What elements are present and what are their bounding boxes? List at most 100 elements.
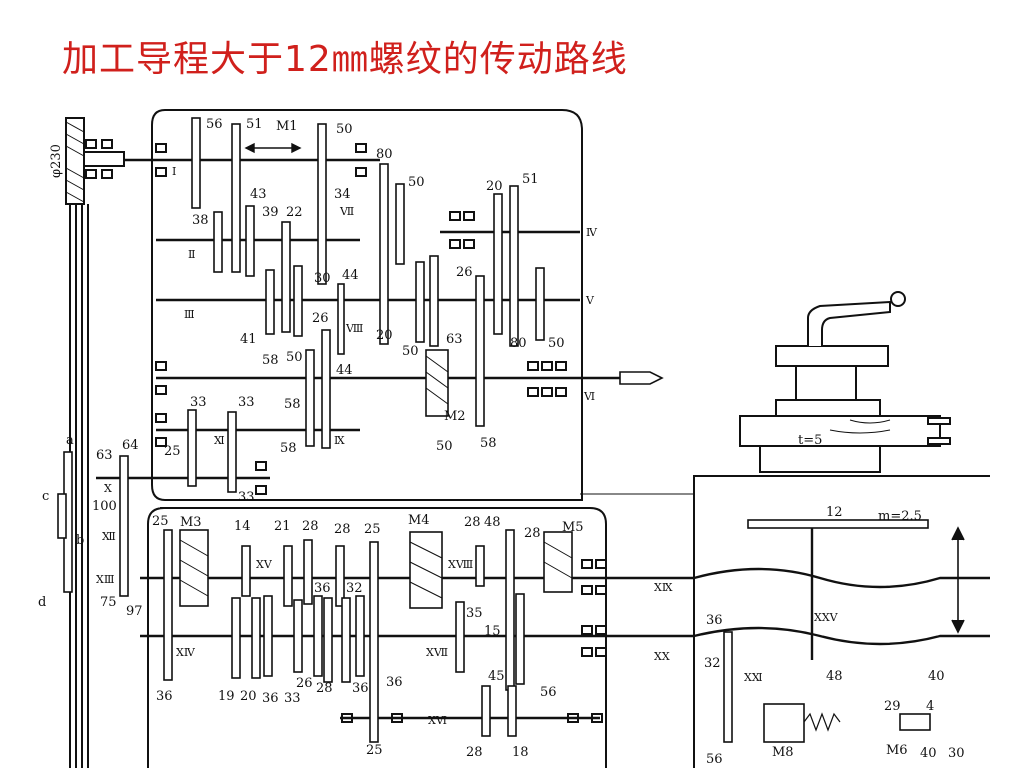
gear-tooth-label-23: 50 [548, 336, 565, 351]
shaft-label-7: Ⅷ [345, 322, 363, 335]
shaft-label-20: ⅩⅪ [744, 671, 763, 684]
gear-tooth-label-1: 51 [246, 117, 263, 132]
clutch-m3-label: M3 [180, 515, 202, 530]
gear-tooth-label-57: 33 [284, 691, 301, 706]
shaft-label-1: Ⅱ [188, 248, 195, 261]
gear-tooth-label-70: 29 [884, 699, 901, 714]
gear-tooth-label-60: 36 [352, 681, 369, 696]
feed-rod [693, 626, 990, 646]
shaft-label-13: ⅩⅣ [176, 646, 196, 659]
gear-tooth-label-17: 50 [286, 350, 303, 365]
shaft-label-19: ⅩⅩ [654, 650, 670, 663]
gear-tooth-label-56: 36 [262, 691, 279, 706]
shaft-label-14: ⅩⅤ [256, 558, 273, 571]
gear-tooth-label-67: 32 [704, 656, 721, 671]
shaft-label-9: Ⅹ [104, 482, 112, 495]
clutch-m1-label: M1 [276, 119, 298, 134]
shaft-label-12: ⅩⅢ [96, 573, 114, 586]
gear-tooth-label-51: 45 [488, 669, 505, 684]
change-gear-b: b [76, 533, 84, 548]
gear-tooth-label-45: 48 [484, 515, 501, 530]
gear-tooth-label-40: 21 [274, 519, 291, 534]
gear-tooth-label-42: 28 [334, 522, 351, 537]
change-gear-d: d [38, 595, 46, 610]
apron-box [693, 475, 990, 768]
gear-tooth-label-37: 97 [126, 604, 143, 619]
gear-tooth-label-44: 28 [464, 515, 481, 530]
gear-tooth-label-48: 32 [346, 581, 363, 596]
tool-post [739, 291, 951, 473]
shaft-label-0: I [172, 165, 176, 178]
gear-tooth-label-62: 25 [366, 743, 383, 758]
gear-tooth-label-69: 40 [928, 669, 945, 684]
gear-tooth-label-21: 63 [446, 332, 463, 347]
headstock-box [151, 109, 583, 501]
gear-tooth-label-11: 51 [522, 172, 539, 187]
pulley [65, 117, 125, 768]
gear-tooth-label-36: 75 [100, 595, 117, 610]
gear-tooth-label-34: 63 [96, 448, 113, 463]
rack-module-label: m=2.5 [878, 509, 922, 524]
gear-tooth-label-9: 22 [286, 205, 303, 220]
gear-tooth-label-18: 26 [312, 311, 329, 326]
gear-tooth-label-0: 56 [206, 117, 223, 132]
gear-tooth-label-43: 25 [364, 522, 381, 537]
gear-tooth-label-66: 36 [706, 613, 723, 628]
gear-tooth-label-6: 34 [334, 187, 351, 202]
gear-tooth-label-47: 36 [314, 581, 331, 596]
gear-tooth-label-74: 30 [948, 746, 965, 761]
gear-tooth-label-32: 33 [238, 490, 255, 505]
leadscrew-pitch-label: t=5 [798, 433, 822, 448]
gear-tooth-label-19: 20 [376, 328, 393, 343]
gear-tooth-label-35: 100 [92, 499, 117, 514]
gear-tooth-label-2: 50 [336, 122, 353, 137]
clutches [179, 349, 931, 743]
m1-arrow [244, 142, 302, 154]
gear-tooth-label-7: 38 [192, 213, 209, 228]
shaft-label-2: Ⅲ [184, 308, 195, 321]
bearings [85, 139, 607, 723]
gear-tooth-label-24: 44 [336, 363, 353, 378]
clutch-m5-label: M5 [562, 520, 584, 535]
gear-tooth-label-20: 50 [402, 344, 419, 359]
leadscrew [693, 567, 990, 589]
gear-tooth-label-38: 25 [152, 514, 169, 529]
shaft-label-8: Ⅸ [334, 434, 345, 447]
gear-tooth-label-71: 4 [926, 699, 934, 714]
shaft-label-16: ⅩⅦ [426, 646, 448, 659]
gear-tooth-label-28: 58 [280, 441, 297, 456]
gear-tooth-label-3: 80 [376, 147, 393, 162]
shaft-label-17: ⅩⅧ [448, 558, 473, 571]
gear-tooth-label-22: 80 [510, 336, 527, 351]
feed-box [147, 507, 607, 768]
gear-tooth-label-30: 58 [480, 436, 497, 451]
shaft-label-18: ⅩⅨ [654, 581, 673, 594]
gear-tooth-label-25: 33 [190, 395, 207, 410]
gear-tooth-label-12: 44 [342, 268, 359, 283]
gear-tooth-label-4: 50 [408, 175, 425, 190]
gear-tooth-label-54: 19 [218, 689, 235, 704]
shaft-label-4: Ⅴ [585, 294, 595, 307]
gear-tooth-label-63: 28 [466, 745, 483, 760]
gear-tooth-label-15: 41 [240, 332, 257, 347]
gear-tooth-label-26: 33 [238, 395, 255, 410]
gear-tooth-label-5: 43 [250, 187, 267, 202]
gear-tooth-label-58: 26 [296, 676, 313, 691]
gear-tooth-label-59: 28 [316, 681, 333, 696]
shaft-label-5: Ⅵ [583, 390, 595, 403]
gear-tooth-label-61: 36 [386, 675, 403, 690]
gear-tooth-label-68: 48 [826, 669, 843, 684]
gear-tooth-label-33: 64 [122, 438, 139, 453]
gear-tooth-label-29: 50 [436, 439, 453, 454]
gear-tooth-label-64: 18 [512, 745, 529, 760]
gear-tooth-label-39: 14 [234, 519, 251, 534]
shaft-label-15: ⅩⅥ [428, 714, 447, 727]
clutch-m4-label: M4 [408, 513, 430, 528]
gear-tooth-label-27: 58 [284, 397, 301, 412]
gear-tooth-label-50: 15 [484, 624, 501, 639]
gear-tooth-label-31: 25 [164, 444, 181, 459]
page-title: 加工导程大于12㎜螺纹的传动路线 [62, 39, 628, 80]
gear-tooth-label-14: 26 [456, 265, 473, 280]
gear-tooth-label-46: 28 [524, 526, 541, 541]
